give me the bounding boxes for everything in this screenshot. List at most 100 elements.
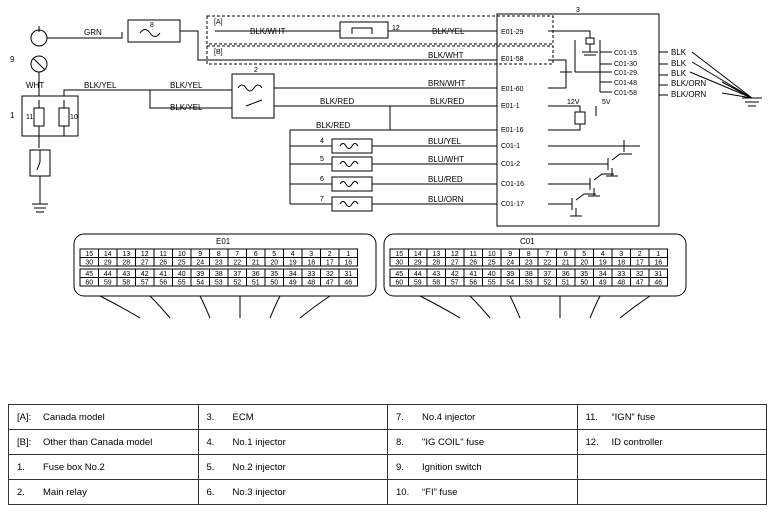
e01-pin-cell xyxy=(338,257,358,267)
wire-blu-wht: BLU/WHT xyxy=(428,155,464,164)
legend-label: Ignition switch xyxy=(422,461,482,473)
terminal-e01-60: E01-60 xyxy=(501,86,524,93)
e01-pin-label: 31 xyxy=(344,271,352,278)
wire-blk-1: BLK xyxy=(671,48,687,57)
legend-number: 11. xyxy=(585,411,599,423)
wire-blk-red-a: BLK/RED xyxy=(320,97,354,106)
callout-7: 7 xyxy=(320,196,324,203)
c01-pin-label: 19 xyxy=(599,260,607,267)
e01-pin-label: 19 xyxy=(289,260,297,267)
e01-pin-label: 10 xyxy=(178,251,186,258)
c01-pin-label: 8 xyxy=(527,251,531,258)
harness-wire xyxy=(589,295,601,319)
e01-pin-label: 6 xyxy=(254,251,258,258)
e01-pin-label: 58 xyxy=(122,280,130,287)
c01-pin-label: 24 xyxy=(506,260,514,267)
c01-pin-label: 43 xyxy=(432,271,440,278)
legend-cell: 10.“FI” fuse xyxy=(387,479,578,505)
c01-pin-label: 21 xyxy=(562,260,570,267)
legend-cell: 9.Ignition switch xyxy=(387,454,578,480)
callout-10: 10 xyxy=(70,114,78,121)
e01-pin-label: 28 xyxy=(122,260,130,267)
e01-pin-label: 8 xyxy=(217,251,221,258)
e01-pin-label: 35 xyxy=(270,271,278,278)
wire-blk-wht-b: BLK/WHT xyxy=(428,51,464,60)
e01-pin-label: 27 xyxy=(141,260,149,267)
c01-pin-label: 7 xyxy=(545,251,549,258)
legend-label: No.2 injector xyxy=(232,461,286,473)
wire-brn-wht: BRN/WHT xyxy=(428,79,465,88)
legend-number: 12. xyxy=(585,436,599,448)
e01-pin-label: 47 xyxy=(326,280,334,287)
e01-pin-label: 22 xyxy=(233,260,241,267)
legend-label: No.1 injector xyxy=(232,436,286,448)
e01-pin-label: 60 xyxy=(85,280,93,287)
legend-cell: [B]:Other than Canada model xyxy=(8,429,199,455)
e01-pin-label: 46 xyxy=(344,280,352,287)
terminal-c01-58: C01-58 xyxy=(614,90,637,97)
legend-number: 1. xyxy=(17,461,25,473)
e01-pin-label: 7 xyxy=(235,251,239,258)
wire-blk-yel-b: BLK/YEL xyxy=(170,81,203,90)
e01-pin-label: 1 xyxy=(346,251,350,258)
c01-pin-label: 28 xyxy=(432,260,440,267)
canada-model-box xyxy=(206,15,554,45)
legend-number: 5. xyxy=(206,461,215,473)
callout-b: [B] xyxy=(214,49,223,56)
terminal-c01-48: C01-48 xyxy=(614,80,637,87)
c01-pin-label: 58 xyxy=(432,280,440,287)
c01-pin-label: 25 xyxy=(488,260,496,267)
c01-pin-label: 18 xyxy=(617,260,625,267)
c01-pin-label: 5 xyxy=(582,251,586,258)
callout-9: 9 xyxy=(10,55,15,64)
legend-cell: 5. No.2 injector xyxy=(197,454,388,480)
c01-pin-label: 37 xyxy=(543,271,551,278)
c01-pin-label: 10 xyxy=(488,251,496,258)
legend-label: “FI” fuse xyxy=(422,486,458,498)
legend-cell xyxy=(576,479,767,505)
e01-pin-cell xyxy=(338,277,358,287)
c01-pin-label: 11 xyxy=(470,251,477,258)
c01-pin-label: 26 xyxy=(469,260,477,267)
legend-row: [B]:Other than Canada model 4. No.1 inject… xyxy=(8,429,767,455)
legend-cell: 4. No.1 injector xyxy=(197,429,388,455)
wire-blu-red: BLU/RED xyxy=(428,175,463,184)
c01-connector-name: C01 xyxy=(520,237,535,246)
terminal-e01-58: E01-58 xyxy=(501,56,524,63)
wire-blu-orn: BLU/ORN xyxy=(428,195,464,204)
e01-pin-label: 12 xyxy=(141,251,149,258)
wire-blk-orn-2: BLK/ORN xyxy=(671,90,706,99)
e01-pin-label: 26 xyxy=(159,260,167,267)
e01-pin-label: 20 xyxy=(270,260,278,267)
c01-pin-label: 1 xyxy=(656,251,660,258)
e01-pin-label: 24 xyxy=(196,260,204,267)
legend-number: 2. xyxy=(17,486,25,498)
wire-blk-red-b: BLK/RED xyxy=(430,97,464,106)
harness-wire xyxy=(299,295,331,319)
e01-pin-label: 9 xyxy=(198,251,202,258)
harness-wire xyxy=(469,295,491,319)
e01-pin-label: 45 xyxy=(85,271,93,278)
harness-wire xyxy=(619,295,651,319)
legend-label: No.4 injector xyxy=(422,411,476,423)
harness-wire xyxy=(419,295,461,319)
c01-pin-cell xyxy=(648,277,668,287)
legend-label: Canada model xyxy=(43,411,105,423)
e01-connector-name: E01 xyxy=(216,237,231,246)
terminal-c01-15: C01-15 xyxy=(614,50,637,57)
c01-pin-label: 49 xyxy=(599,280,607,287)
e01-pin-label: 16 xyxy=(344,260,352,267)
e01-pin-label: 37 xyxy=(233,271,241,278)
legend-cell: 1.Fuse box No.2 xyxy=(8,454,199,480)
callout-1: 1 xyxy=(10,111,15,120)
wire-grn: GRN xyxy=(84,28,102,37)
e01-pin-label: 34 xyxy=(289,271,297,278)
c01-pin-label: 9 xyxy=(508,251,512,258)
wire-blk-yel-c: BLK/YEL xyxy=(170,103,203,112)
legend-cell: 12.ID controller xyxy=(576,429,767,455)
c01-pin-label: 60 xyxy=(395,280,403,287)
e01-pin-label: 50 xyxy=(270,280,278,287)
wire-wht: WHT xyxy=(26,81,44,90)
legend-number: 4. xyxy=(206,436,215,448)
